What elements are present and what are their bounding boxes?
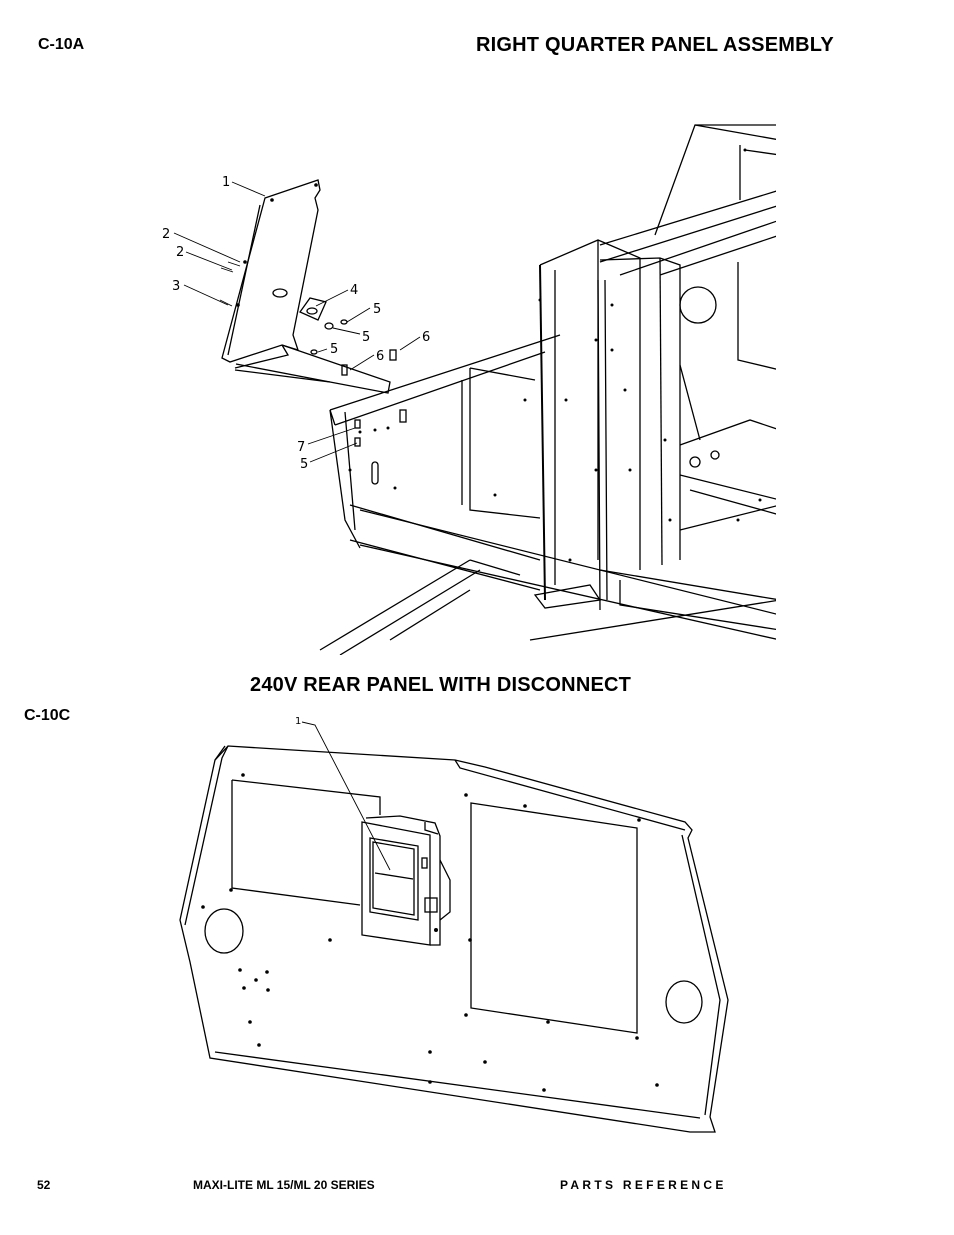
page-number: 52 <box>37 1178 51 1192</box>
section-title-right-quarter-panel: RIGHT QUARTER PANEL ASSEMBLY <box>476 34 834 56</box>
disconnect-switch <box>361 815 451 946</box>
section-code-c10c: C-10C <box>24 707 71 724</box>
callout-5a: 5 <box>373 302 381 317</box>
callout-5c: 5 <box>330 342 338 357</box>
callout-4: 4 <box>350 283 358 298</box>
section-title-rear-panel: 240V REAR PANEL WITH DISCONNECT <box>250 674 632 696</box>
callout-2b: 2 <box>176 245 184 260</box>
rear-panel-drawing <box>179 721 729 1133</box>
callout-rear-1: 1 <box>295 716 301 727</box>
footer-section: PARTS REFERENCE <box>560 1178 727 1192</box>
callout-3: 3 <box>172 279 180 294</box>
callout-7: 7 <box>297 440 305 455</box>
footer-series: MAXI-LITE ML 15/ML 20 SERIES <box>193 1178 375 1192</box>
section-code-c10a: C-10A <box>38 36 85 53</box>
callout-2a: 2 <box>162 227 170 242</box>
callout-5b: 5 <box>362 330 370 345</box>
callout-1: 1 <box>222 175 230 190</box>
quarter-panel-part <box>173 179 421 463</box>
callout-6b: 6 <box>376 349 384 364</box>
callout-5d: 5 <box>300 457 308 472</box>
frame-assembly-drawing <box>319 124 776 655</box>
callout-6a: 6 <box>422 330 430 345</box>
